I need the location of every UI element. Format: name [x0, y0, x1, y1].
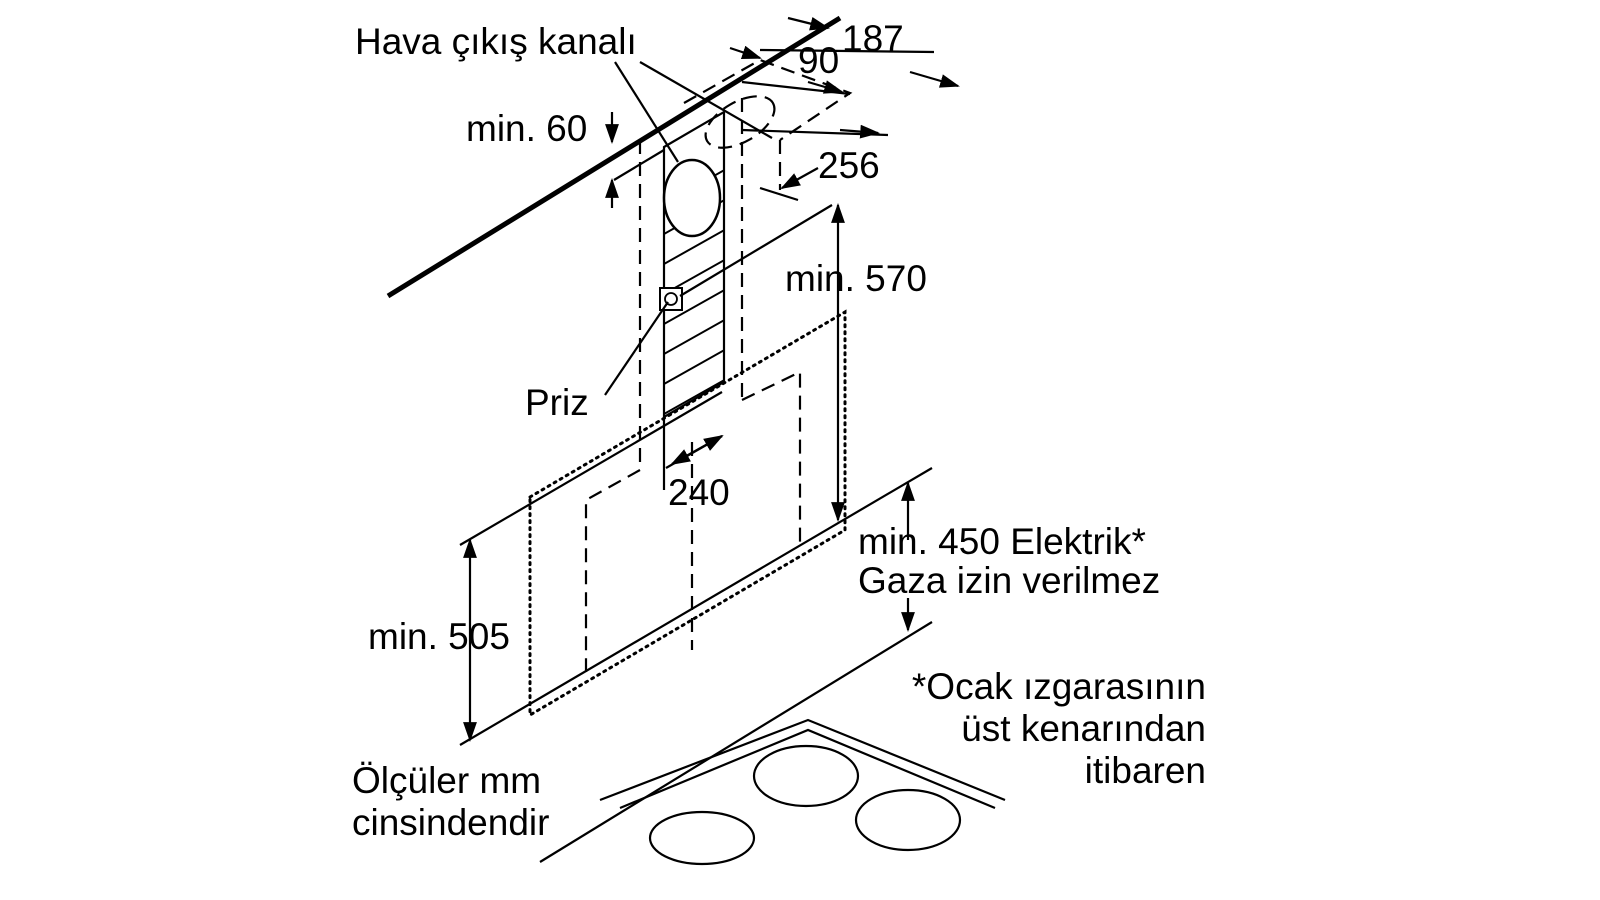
footnote-line3: itibaren: [1084, 750, 1206, 791]
footnote-line1: *Ocak ızgarasının: [911, 666, 1206, 707]
footnote-line2: üst kenarından: [961, 708, 1206, 749]
dim-240-lines: [662, 417, 724, 490]
cooktop: [539, 621, 1006, 866]
ceiling-line: [386, 15, 842, 299]
dim-187-lines: [729, 16, 960, 96]
leader-lines: [604, 61, 833, 396]
dim-90-label: 90: [798, 40, 840, 81]
duct-outline: [683, 58, 889, 202]
dim-187-label: 187: [842, 18, 904, 59]
min570-label: min. 570: [785, 258, 927, 299]
air-outlet-label: Hava çıkış kanalı: [355, 21, 637, 62]
dim-256-label: 256: [818, 145, 880, 186]
units-note-line2: cinsindendir: [352, 802, 550, 843]
units-note-line1: Ölçüler mm: [352, 760, 542, 801]
wall-panel: [659, 110, 726, 419]
min505-label: min. 505: [368, 616, 510, 657]
min450-label-line1: min. 450 Elektrik*: [858, 521, 1146, 562]
min60-label: min. 60: [466, 108, 588, 149]
socket-label: Priz: [525, 382, 589, 423]
dim-240-label: 240: [668, 472, 730, 513]
chimney-outline: [584, 140, 802, 672]
min450-label-line2: Gaza izin verilmez: [858, 560, 1161, 601]
hood-body: [459, 309, 933, 746]
